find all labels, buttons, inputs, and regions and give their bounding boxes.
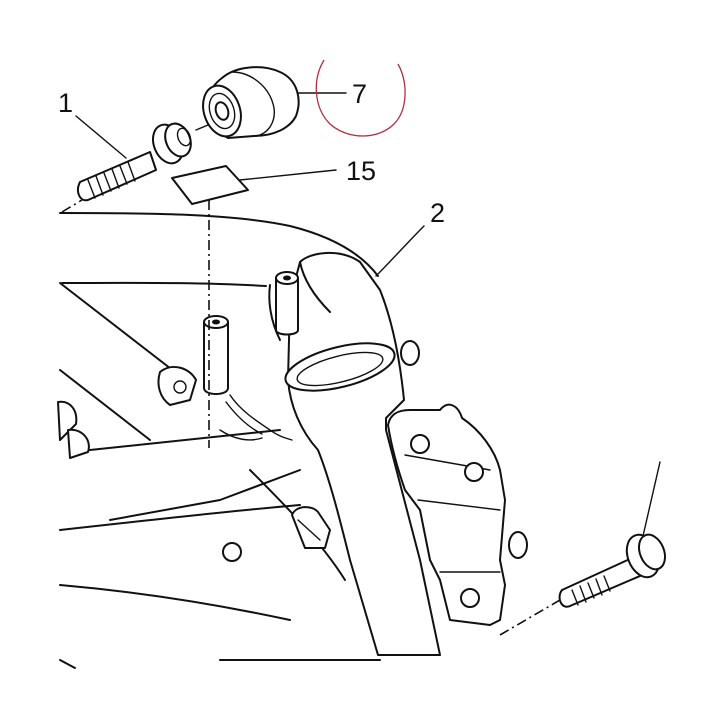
- leader-1: [75, 115, 127, 159]
- bolt-right: [558, 533, 667, 608]
- callout-label-7: 7: [352, 79, 367, 109]
- bolt-part-1: [77, 122, 192, 202]
- callout-label-2: 2: [430, 198, 445, 228]
- callout-label-1: 1: [58, 88, 73, 118]
- bushing-part-7: [202, 66, 300, 139]
- frame-part-2: [57, 212, 528, 669]
- bolt-axis: [61, 199, 83, 213]
- bolt-right-leader: [642, 461, 661, 537]
- leader-2: [375, 225, 425, 277]
- pad-part-15: [171, 165, 249, 205]
- callout-7-highlight-circle: [315, 59, 406, 137]
- callout-label-15: 15: [346, 156, 376, 186]
- frame-posts: [203, 271, 299, 441]
- assembly-axis-right: [499, 599, 561, 636]
- leader-15: [239, 169, 337, 181]
